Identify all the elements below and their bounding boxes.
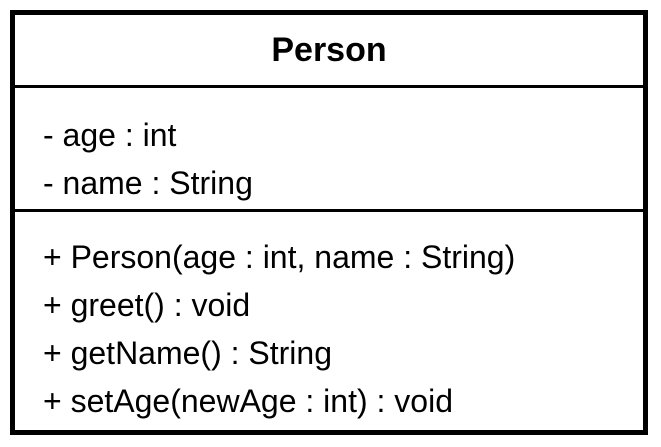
methods-compartment: + Person(age : int, name : String) + gre… <box>15 212 643 430</box>
method-get-name: + getName() : String <box>43 335 332 371</box>
method-constructor: + Person(age : int, name : String) <box>43 239 516 275</box>
uml-class-box: Person - age : int - name : String + Per… <box>10 10 648 435</box>
attribute-age: - age : int <box>43 117 177 153</box>
attributes-compartment: - age : int - name : String <box>15 88 643 212</box>
method-set-age: + setAge(newAge : int) : void <box>43 383 453 419</box>
class-name: Person <box>271 31 387 69</box>
attribute-name: - name : String <box>43 165 253 201</box>
class-name-compartment: Person <box>15 15 643 88</box>
method-greet: + greet() : void <box>43 287 251 323</box>
